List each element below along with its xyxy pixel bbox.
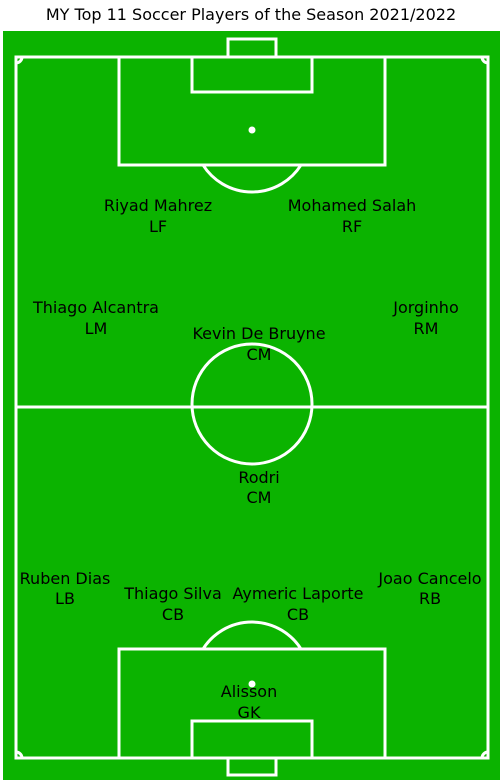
player-rodri: Rodri CM	[238, 468, 279, 507]
player-riyad-mahrez: Riyad Mahrez LF	[104, 196, 212, 236]
player-name: Joao Cancelo	[377, 569, 481, 588]
bottom-goal-box	[190, 719, 314, 760]
player-name: Ruben Dias	[20, 569, 111, 588]
player-name: Thiago Silva	[123, 584, 222, 603]
corner-arc-top-left	[15, 56, 24, 65]
player-aymeric-laporte: Aymeric Laporte CB	[232, 584, 363, 624]
player-position: CM	[247, 488, 272, 507]
player-position: CM	[247, 345, 272, 364]
player-name: Rodri	[238, 468, 279, 487]
bottom-penalty-arc	[201, 620, 303, 650]
player-ruben-dias: Ruben Dias LB	[20, 569, 111, 608]
corner-arc-bottom-left	[15, 750, 24, 759]
player-joao-cancelo: Joao Cancelo RB	[377, 569, 481, 608]
player-name: Thiago Alcantra	[32, 298, 159, 317]
player-name: Kevin De Bruyne	[192, 324, 325, 343]
player-position: GK	[238, 703, 261, 722]
player-alisson: Alisson GK	[221, 682, 277, 722]
player-name: Alisson	[221, 682, 277, 701]
top-penalty-spot	[248, 126, 256, 134]
player-name: Riyad Mahrez	[104, 196, 212, 215]
player-position: LM	[85, 319, 108, 338]
player-position: RM	[414, 319, 439, 338]
top-penalty-arc	[201, 164, 303, 194]
player-position: CB	[287, 605, 309, 624]
corner-arc-bottom-right	[480, 750, 489, 759]
player-thiago-alcantra: Thiago Alcantra LM	[32, 298, 159, 338]
player-name: Jorginho	[392, 298, 458, 317]
player-position: RF	[342, 217, 362, 236]
player-position: LF	[149, 217, 167, 236]
player-labels: Riyad Mahrez LF Mohamed Salah RF Thiago …	[20, 196, 482, 722]
player-thiago-silva: Thiago Silva CB	[123, 584, 222, 624]
player-name: Aymeric Laporte	[232, 584, 363, 603]
corner-arc-top-right	[480, 56, 489, 65]
center-circle	[190, 342, 314, 466]
player-name: Mohamed Salah	[288, 196, 417, 215]
player-kevin-de-bruyne: Kevin De Bruyne CM	[192, 324, 325, 364]
player-position: CB	[162, 605, 184, 624]
player-position: LB	[55, 589, 75, 608]
player-jorginho: Jorginho RM	[392, 298, 458, 338]
player-mohamed-salah: Mohamed Salah RF	[288, 196, 417, 236]
top-goal-box	[190, 55, 314, 94]
diagram-title: MY Top 11 Soccer Players of the Season 2…	[45, 5, 457, 24]
bottom-penalty-spot	[248, 680, 256, 688]
player-position: RB	[419, 589, 441, 608]
